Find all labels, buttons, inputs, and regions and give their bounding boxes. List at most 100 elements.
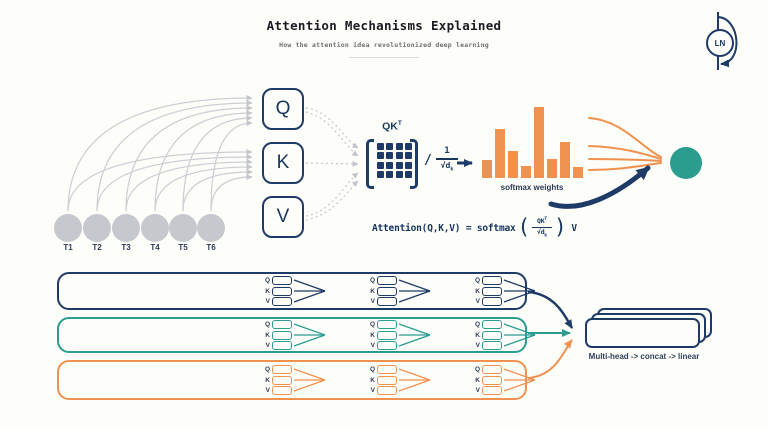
mini-v-box xyxy=(482,297,502,306)
qkv-mini-row: K xyxy=(474,286,502,296)
matrix-cell xyxy=(386,161,394,169)
scale-numerator: 1 xyxy=(444,146,450,156)
mini-v-box xyxy=(272,297,292,306)
qkv-mini-row: Q xyxy=(474,365,502,374)
token-label: T3 xyxy=(121,243,131,252)
softmax-bar xyxy=(482,160,492,178)
mini-k-label: K xyxy=(265,287,270,295)
qkv-mini-row: V xyxy=(264,341,292,350)
mini-k-label: K xyxy=(265,331,270,339)
formula-lhs: Attention(Q,K,V) = softmax xyxy=(372,222,516,234)
mini-v-label: V xyxy=(265,298,270,305)
qkv-mini-row: Q xyxy=(474,320,502,329)
formula-fraction-denominator: √dk xyxy=(537,229,547,239)
matrix-cell xyxy=(395,152,403,160)
mini-k-label: K xyxy=(475,331,480,339)
qkv-mini-row: V xyxy=(264,386,292,395)
header-divider xyxy=(349,57,419,58)
token-circle xyxy=(169,214,197,242)
token-label: T5 xyxy=(178,243,188,252)
softmax-bar xyxy=(547,159,557,178)
mini-k-box xyxy=(272,330,292,340)
scale-fraction: 1 √dk xyxy=(433,146,461,174)
token-label: T6 xyxy=(206,243,216,252)
matrix-cell xyxy=(404,152,412,160)
qkv-mini-row: V xyxy=(264,297,292,306)
qkv-mini-row: Q xyxy=(264,365,292,374)
attention-converge-lines xyxy=(398,368,431,392)
qkv-mini-row: K xyxy=(369,286,397,296)
formula-num-sup: T xyxy=(544,217,547,223)
mini-q-box xyxy=(272,320,292,329)
mini-v-label: V xyxy=(475,298,480,305)
qkv-mini-row: Q xyxy=(369,276,397,285)
matrix-bracket-right xyxy=(410,139,418,189)
mini-k-label: K xyxy=(370,287,375,295)
mini-v-box xyxy=(377,386,397,395)
score-matrix-label-sup: T xyxy=(397,120,402,127)
mini-v-box xyxy=(482,341,502,350)
matrix-cell xyxy=(377,170,384,178)
mini-v-label: V xyxy=(265,342,270,349)
formula-fraction-numerator: QKT xyxy=(537,216,547,225)
matrix-cell xyxy=(386,152,394,160)
token-circle xyxy=(54,214,82,242)
mini-k-label: K xyxy=(265,376,270,384)
token-circle xyxy=(83,214,111,242)
formula-close-paren: ) xyxy=(553,215,567,239)
value-aggregation-arrow xyxy=(548,165,651,209)
qkv-mini-row: Q xyxy=(264,320,292,329)
qkv-mini-row: K xyxy=(474,375,502,385)
mini-k-box xyxy=(272,375,292,385)
matrix-cell xyxy=(386,143,394,150)
page-title: Attention Mechanisms Explained xyxy=(266,18,502,33)
mini-k-box xyxy=(482,330,502,340)
mini-q-label: Q xyxy=(369,321,375,328)
heads-to-concat-arrows xyxy=(527,290,574,379)
mini-q-label: Q xyxy=(264,321,270,328)
mini-q-box xyxy=(482,276,502,285)
qkv-mini-row: V xyxy=(369,386,397,395)
token-circle xyxy=(141,214,169,242)
mini-k-label: K xyxy=(370,331,375,339)
qkv-mini-row: K xyxy=(264,330,292,340)
softmax-bar xyxy=(495,129,505,178)
qkv-mini-row: V xyxy=(369,297,397,306)
attention-converge-lines xyxy=(398,323,431,347)
qkv-mini-row: Q xyxy=(369,320,397,329)
mini-k-label: K xyxy=(475,376,480,384)
score-matrix-label: QKT xyxy=(368,120,416,133)
qkv-mini-row: K xyxy=(264,286,292,296)
layernorm-badge-label: LN xyxy=(714,38,726,48)
qkv-mini-row: V xyxy=(474,386,502,395)
formula-fraction-bar xyxy=(531,226,552,228)
value-box: V xyxy=(262,196,304,238)
layernorm-badge: LN xyxy=(706,29,734,57)
mini-k-box xyxy=(377,330,397,340)
mini-v-box xyxy=(377,297,397,306)
formula-num-base: QK xyxy=(536,217,545,226)
mini-v-label: V xyxy=(265,387,270,394)
mini-q-box xyxy=(272,365,292,374)
softmax-weights-caption: softmax weights xyxy=(500,183,564,192)
mini-k-label: K xyxy=(370,376,375,384)
concat-stack-layer-front xyxy=(585,318,700,348)
attention-converge-lines xyxy=(293,323,326,347)
matrix-cell xyxy=(404,170,412,178)
softmax-bars xyxy=(482,106,590,178)
